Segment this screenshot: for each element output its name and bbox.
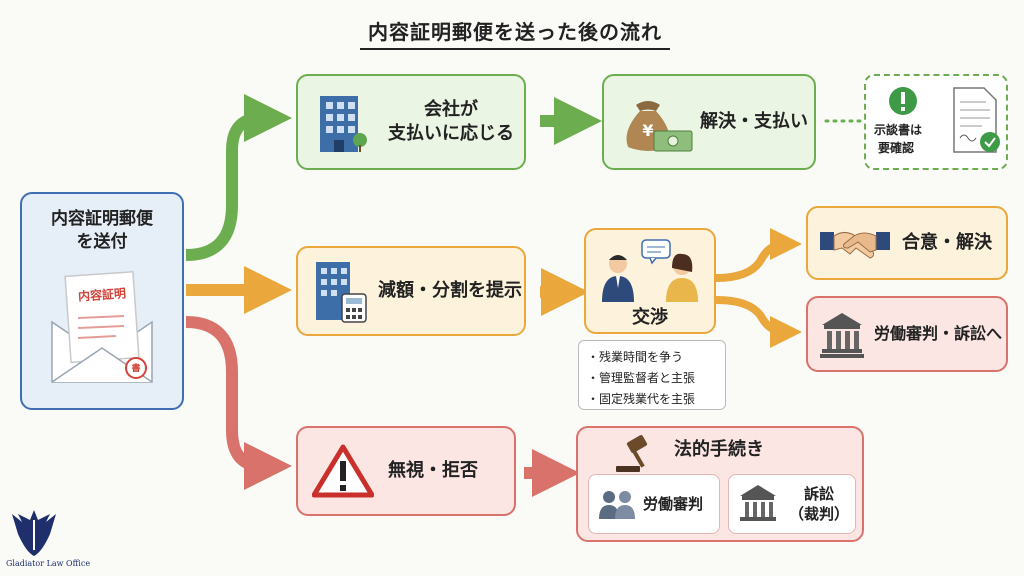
gladiator-shield-logo-icon: [12, 510, 56, 556]
start-label-line1: 内容証明郵便: [51, 209, 153, 229]
money-bag-icon: ¥: [618, 87, 694, 157]
arrow-green-branch: [185, 94, 292, 261]
start-box: 内容証明郵便 を送付 内容証明 書: [20, 192, 184, 410]
page-title: 内容証明郵便を送った後の流れ: [360, 16, 670, 50]
point-overtime-hours: ・残業時間を争う: [587, 350, 684, 364]
point-fixed-overtime: ・固定残業代を主張: [587, 392, 696, 406]
lawsuit-card: 訴訟 （裁判）: [728, 474, 856, 534]
company-pays-line2: 支払いに応じる: [388, 123, 514, 144]
logo-text: Gladiator Law Office: [6, 559, 91, 568]
arrow-to-court: [715, 296, 802, 348]
company-pays-line1: 会社が: [424, 98, 478, 120]
note-line2: 要確認: [878, 141, 915, 155]
start-label-line2: を送付: [76, 231, 128, 252]
arrow-red-branch: [185, 316, 292, 490]
note-line1: 示談書は: [874, 123, 923, 137]
agreement-label: 合意・解決: [902, 231, 992, 253]
company-pays-box: 会社が 支払いに応じる: [296, 74, 526, 170]
legal-procedure-title: 法的手続き: [674, 439, 764, 460]
agreement-box: 合意・解決: [806, 206, 1008, 280]
handshake-icon: [820, 232, 890, 259]
reduction-proposal-box: 減額・分割を提示: [296, 246, 526, 336]
court-procedure-box: 労働審判・訴訟へ: [806, 296, 1008, 372]
gavel-icon: [616, 435, 648, 472]
settlement-note: 示談書は 要確認: [864, 74, 1008, 170]
seal-mark: 書: [131, 363, 141, 374]
building-calculator-icon: [316, 262, 367, 323]
court-building-icon: [740, 485, 776, 521]
courthouse-icon: [820, 313, 864, 358]
reduction-proposal-label: 減額・分割を提示: [378, 279, 522, 301]
negotiating-people-icon: [602, 239, 698, 302]
resolution-payment-box: ¥ 解決・支払い: [602, 74, 816, 170]
point-manager-status: ・管理監督者と主張: [587, 371, 696, 385]
envelope-icon: 内容証明 書: [46, 260, 158, 388]
ignore-refuse-label: 無視・拒否: [388, 459, 478, 481]
signed-document-icon: [953, 87, 1000, 153]
people-icon: [599, 491, 635, 519]
labor-tribunal-label: 労働審判: [643, 494, 704, 513]
negotiation-box: 交渉: [584, 228, 716, 334]
lawsuit-line1: 訴訟: [804, 484, 835, 503]
alert-icon: [889, 87, 917, 115]
office-building-icon: [320, 96, 367, 152]
lawsuit-line2: （裁判）: [789, 505, 850, 523]
resolution-payment-label: 解決・支払い: [700, 110, 808, 132]
court-procedure-label: 労働審判・訴訟へ: [874, 324, 1003, 344]
negotiation-label: 交渉: [632, 307, 668, 328]
warning-icon: [312, 444, 374, 498]
legal-procedure-box: 法的手続き 労働審判 訴訟 （裁判）: [576, 426, 864, 542]
yen-symbol: ¥: [642, 121, 654, 140]
ignore-refuse-box: 無視・拒否: [296, 426, 516, 516]
arrow-to-agree: [715, 228, 802, 282]
negotiation-points: ・残業時間を争う ・管理監督者と主張 ・固定残業代を主張: [578, 340, 726, 410]
labor-tribunal-card: 労働審判: [588, 474, 720, 534]
